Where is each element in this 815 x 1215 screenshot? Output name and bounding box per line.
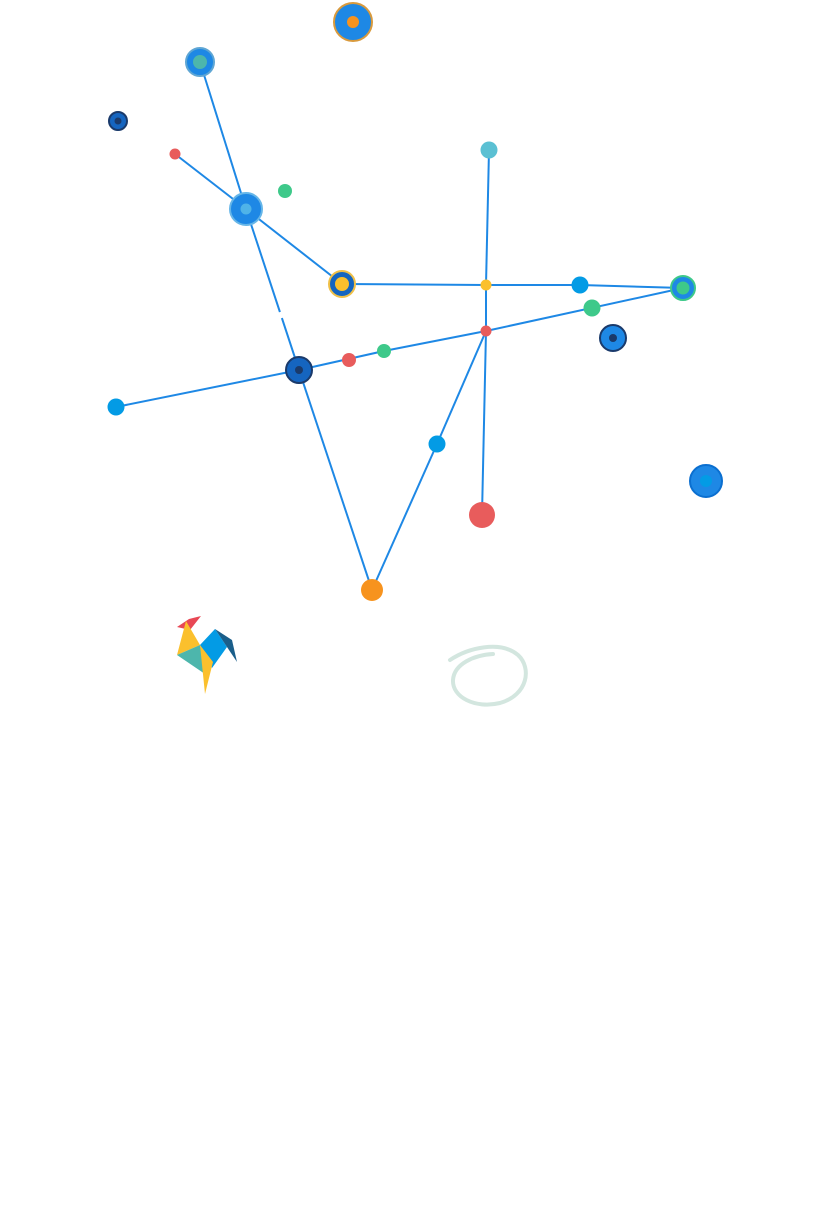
node-dot (377, 344, 391, 358)
graph-edge (199, 61, 247, 210)
graph-edge (341, 283, 487, 286)
graph-edge (245, 208, 343, 285)
graph-node[interactable] (480, 325, 492, 337)
node-center (700, 475, 712, 487)
graph-node[interactable] (571, 276, 589, 294)
graph-node[interactable] (108, 111, 128, 131)
node-center (295, 366, 303, 374)
rooster-logo (177, 616, 237, 694)
rooster-leg (200, 645, 213, 694)
node-dot (571, 276, 589, 294)
node-center (193, 55, 207, 69)
graph-node[interactable] (229, 192, 263, 226)
graph-node[interactable] (670, 275, 696, 301)
graph-edge (481, 330, 487, 516)
graph-node[interactable] (342, 353, 356, 367)
node-dot (342, 353, 356, 367)
rooster-head (177, 621, 200, 655)
graph-edge (579, 284, 684, 289)
graph-node[interactable] (689, 464, 723, 498)
graph-node[interactable] (377, 344, 391, 358)
graph-node[interactable] (328, 270, 356, 298)
edge-gap (278, 311, 284, 319)
node-dot (469, 502, 495, 528)
graph-edge (436, 330, 487, 445)
graph-node[interactable] (583, 299, 601, 317)
node-center (335, 277, 349, 291)
graph-node[interactable] (333, 2, 373, 42)
graph-edge (371, 443, 438, 591)
rooster-body (200, 629, 227, 668)
graph-node[interactable] (169, 148, 181, 160)
node-dot (428, 435, 446, 453)
node-center (676, 281, 690, 295)
node-dot (480, 141, 498, 159)
nodes-layer (107, 2, 723, 601)
node-center (609, 334, 617, 342)
graph-node[interactable] (480, 279, 492, 291)
node-dot (169, 148, 181, 160)
node-dot (278, 184, 292, 198)
node-center (240, 203, 252, 215)
node-dot (361, 579, 383, 601)
rooster-neck (177, 645, 205, 674)
graph-edge (485, 149, 490, 286)
node-dot (480, 325, 492, 337)
graph-node[interactable] (480, 141, 498, 159)
graph-edge (298, 350, 385, 371)
node-center (114, 117, 122, 125)
graph-node[interactable] (469, 502, 495, 528)
graph-node[interactable] (107, 398, 125, 416)
node-dot (107, 398, 125, 416)
node-dot (583, 299, 601, 317)
graph-node[interactable] (185, 47, 215, 77)
graph-edge (298, 369, 373, 591)
graph-node[interactable] (285, 356, 313, 384)
node-dot (480, 279, 492, 291)
graph-edge (383, 330, 487, 352)
graph-node[interactable] (428, 435, 446, 453)
loop-scribble (448, 644, 528, 707)
edges-layer (115, 61, 684, 591)
rooster-tail (215, 629, 237, 662)
graph-node[interactable] (278, 184, 292, 198)
graph-node[interactable] (599, 324, 627, 352)
graph-edge (115, 369, 300, 408)
graph-node[interactable] (361, 579, 383, 601)
rooster-comb (177, 616, 201, 630)
graph-edge (245, 208, 300, 371)
node-center (347, 16, 359, 28)
